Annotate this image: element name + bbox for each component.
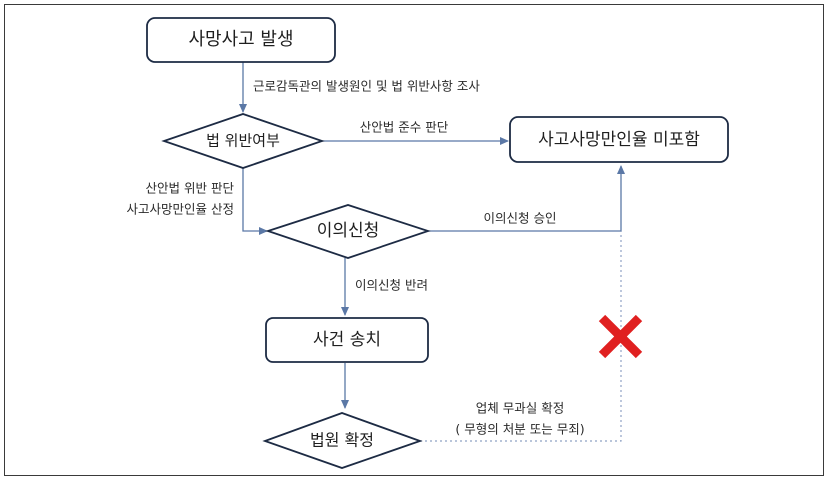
- node-start-label: 사망사고 발생: [188, 29, 293, 50]
- arrow-check-to-objection: [242, 168, 268, 235]
- edge-label-compliant: 산안법 준수 판단: [360, 120, 449, 135]
- edge-label-investigation: 근로감독관의 발생원인 및 법 위반사항 조사: [253, 79, 480, 94]
- node-excluded-label: 사고사망만인율 미포함: [538, 130, 700, 150]
- node-violation-check: 법 위반여부: [161, 113, 325, 169]
- node-violation-check-label: 법 위반여부: [206, 132, 280, 150]
- node-objection: 이의신청: [265, 204, 431, 259]
- node-court-label: 법원 확정: [310, 431, 374, 450]
- x-mark-icon: [598, 314, 643, 359]
- node-court: 법원 확정: [262, 412, 423, 469]
- node-referral: 사건 송치: [265, 317, 429, 363]
- node-referral-label: 사건 송치: [313, 330, 381, 350]
- connectors: [239, 62, 625, 442]
- edge-label-acquittal-line1: 업체 무과실 확정: [476, 401, 564, 416]
- diagram-frame: [4, 4, 824, 476]
- edge-label-objection-rejected: 이의신청 반려: [355, 278, 428, 293]
- edge-label-objection-approved: 이의신청 승인: [484, 211, 557, 226]
- edge-label-violation-line1: 산안법 위반 판단: [146, 181, 235, 196]
- node-start: 사망사고 발생: [146, 17, 336, 63]
- edge-label-acquittal-line2: ( 무형의 처분 또는 무죄): [455, 422, 584, 437]
- edge-label-violation-line2: 사고사망만인율 산정: [127, 202, 234, 217]
- arrow-court-to-excluded-dotted: [420, 231, 622, 442]
- node-excluded: 사고사망만인율 미포함: [509, 116, 729, 163]
- node-objection-label: 이의신청: [317, 221, 380, 241]
